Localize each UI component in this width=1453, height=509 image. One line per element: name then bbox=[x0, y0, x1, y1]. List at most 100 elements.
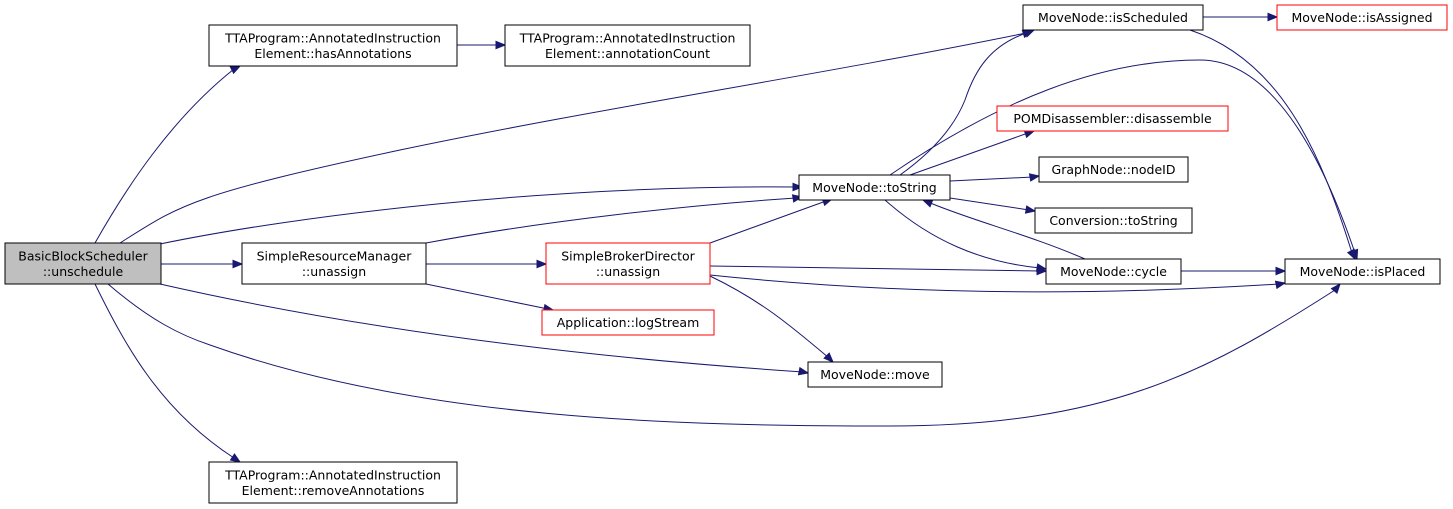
node-box bbox=[1045, 258, 1182, 285]
edge-arrowhead bbox=[1024, 205, 1037, 214]
node-sbd_unassign[interactable]: SimpleBrokerDirector::unassign bbox=[545, 242, 711, 285]
edge-line bbox=[899, 31, 1030, 176]
node-label: TTAProgram::AnnotatedInstruction bbox=[519, 30, 736, 45]
node-label: TTAProgram::AnnotatedInstruction bbox=[224, 467, 441, 482]
edge-arrowhead bbox=[536, 259, 548, 269]
edge-bbs_unschedule-to-has_annotations bbox=[94, 65, 242, 244]
edge-arrowhead bbox=[495, 40, 507, 50]
edge-arrowhead bbox=[1028, 173, 1041, 182]
edge-has_annotations-to-annotation_count bbox=[457, 40, 507, 50]
node-box bbox=[1022, 4, 1204, 31]
edge-line bbox=[94, 283, 235, 459]
edge-arrowhead bbox=[792, 182, 804, 192]
edge-line bbox=[709, 265, 1041, 272]
node-mn_isplaced[interactable]: MoveNode::isPlaced bbox=[1284, 258, 1441, 285]
edge-arrowhead bbox=[1330, 282, 1341, 295]
edge-arrowhead bbox=[232, 259, 244, 269]
edge-mn_tostring-to-mn_cycle bbox=[884, 199, 1048, 272]
node-mn_tostring[interactable]: MoveNode::toString bbox=[798, 174, 951, 201]
node-remove_annotations[interactable]: TTAProgram::AnnotatedInstructionElement:… bbox=[208, 461, 458, 504]
edge-mn_tostring-to-mn_isscheduled bbox=[899, 29, 1036, 176]
edge-sbd_unassign-to-mn_move bbox=[709, 275, 834, 363]
node-box bbox=[545, 242, 711, 285]
edge-line bbox=[949, 197, 1030, 211]
node-mn_cycle[interactable]: MoveNode::cycle bbox=[1045, 258, 1182, 285]
node-mn_isassigned[interactable]: MoveNode::isAssigned bbox=[1276, 4, 1448, 31]
edge-line bbox=[1189, 29, 1353, 254]
edge-line bbox=[884, 199, 1041, 269]
node-bbs_unschedule[interactable]: BasicBlockScheduler::unschedule bbox=[4, 242, 162, 285]
edge-arrowhead bbox=[229, 453, 242, 463]
node-label: GraphNode::nodeID bbox=[1052, 162, 1176, 177]
node-label: ::unassign bbox=[302, 264, 366, 279]
edge-mn_tostring-to-pom_disassemble bbox=[909, 129, 1036, 176]
node-box bbox=[4, 242, 162, 285]
node-label: Application::logStream bbox=[557, 315, 700, 330]
edge-line bbox=[709, 200, 827, 244]
edge-line bbox=[425, 197, 797, 244]
edge-line bbox=[889, 59, 1356, 254]
node-pom_disassemble[interactable]: POMDisassembler::disassemble bbox=[996, 105, 1229, 132]
edge-mn_isscheduled-to-mn_isplaced bbox=[1189, 29, 1356, 261]
edge-line bbox=[159, 283, 804, 373]
node-label: MoveNode::isAssigned bbox=[1291, 10, 1432, 25]
edge-bbs_unschedule-to-mn_tostring bbox=[159, 182, 804, 245]
edge-sbd_unassign-to-mn_tostring bbox=[709, 197, 834, 244]
edge-line bbox=[159, 186, 797, 245]
edge-bbs_unschedule-to-srm_unassign bbox=[161, 259, 244, 269]
edge-bbs_unschedule-to-mn_move bbox=[159, 283, 810, 376]
edge-bbs_unschedule-to-mn_isplaced bbox=[107, 282, 1341, 427]
node-label: MoveNode::move bbox=[820, 367, 930, 382]
edge-line bbox=[119, 32, 1027, 244]
node-srm_unassign[interactable]: SimpleResourceManager::unassign bbox=[241, 242, 427, 285]
node-label: POMDisassembler::disassemble bbox=[1013, 111, 1212, 126]
edge-arrowhead bbox=[921, 199, 934, 208]
edge-arrowhead bbox=[229, 65, 242, 75]
node-box bbox=[504, 24, 751, 67]
edge-mn_isscheduled-to-mn_isassigned bbox=[1203, 12, 1279, 22]
edge-srm_unassign-to-app_logstream bbox=[425, 283, 555, 313]
node-label: Element::annotationCount bbox=[545, 46, 710, 61]
edge-line bbox=[94, 68, 235, 244]
node-label: MoveNode::isScheduled bbox=[1038, 10, 1188, 25]
node-label: TTAProgram::AnnotatedInstruction bbox=[224, 30, 441, 45]
node-box bbox=[208, 24, 458, 67]
node-annotation_count[interactable]: TTAProgram::AnnotatedInstructionElement:… bbox=[504, 24, 751, 67]
edge-arrowhead bbox=[1274, 280, 1287, 290]
edge-arrowhead bbox=[1275, 266, 1287, 276]
node-label: Element::removeAnnotations bbox=[242, 483, 425, 498]
node-label: Conversion::toString bbox=[1049, 213, 1177, 228]
edge-srm_unassign-to-sbd_unassign bbox=[426, 259, 548, 269]
node-box bbox=[1034, 207, 1193, 234]
edges-layer bbox=[94, 12, 1359, 463]
edge-sbd_unassign-to-mn_cycle bbox=[709, 265, 1048, 276]
edge-line bbox=[709, 275, 830, 359]
edge-srm_unassign-to-mn_tostring bbox=[425, 194, 804, 244]
edge-line bbox=[909, 132, 1029, 176]
node-conv_tostring[interactable]: Conversion::toString bbox=[1034, 207, 1193, 234]
node-box bbox=[208, 461, 458, 504]
edge-line bbox=[107, 283, 1336, 427]
node-box bbox=[798, 174, 951, 201]
node-label: SimpleBrokerDirector bbox=[561, 248, 695, 263]
node-label: SimpleResourceManager bbox=[257, 248, 413, 263]
node-mn_isscheduled[interactable]: MoveNode::isScheduled bbox=[1022, 4, 1204, 31]
node-box bbox=[1284, 258, 1441, 285]
node-mn_move[interactable]: MoveNode::move bbox=[807, 361, 943, 388]
node-app_logstream[interactable]: Application::logStream bbox=[541, 309, 715, 336]
node-has_annotations[interactable]: TTAProgram::AnnotatedInstructionElement:… bbox=[208, 24, 458, 67]
edge-line bbox=[949, 176, 1034, 182]
nodes-layer: BasicBlockScheduler::unscheduleTTAProgra… bbox=[4, 4, 1448, 504]
node-label: MoveNode::isPlaced bbox=[1300, 264, 1426, 279]
node-gn_nodeid[interactable]: GraphNode::nodeID bbox=[1038, 156, 1189, 183]
edge-arrowhead bbox=[1346, 248, 1356, 261]
edge-sbd_unassign-to-mn_isplaced bbox=[709, 274, 1287, 293]
edge-bbs_unschedule-to-remove_annotations bbox=[94, 283, 242, 463]
edge-mn_tostring-to-conv_tostring bbox=[949, 197, 1037, 214]
node-box bbox=[541, 309, 715, 336]
node-box bbox=[1038, 156, 1189, 183]
edge-arrowhead bbox=[823, 352, 834, 363]
node-box bbox=[241, 242, 427, 285]
node-box bbox=[1276, 4, 1448, 31]
